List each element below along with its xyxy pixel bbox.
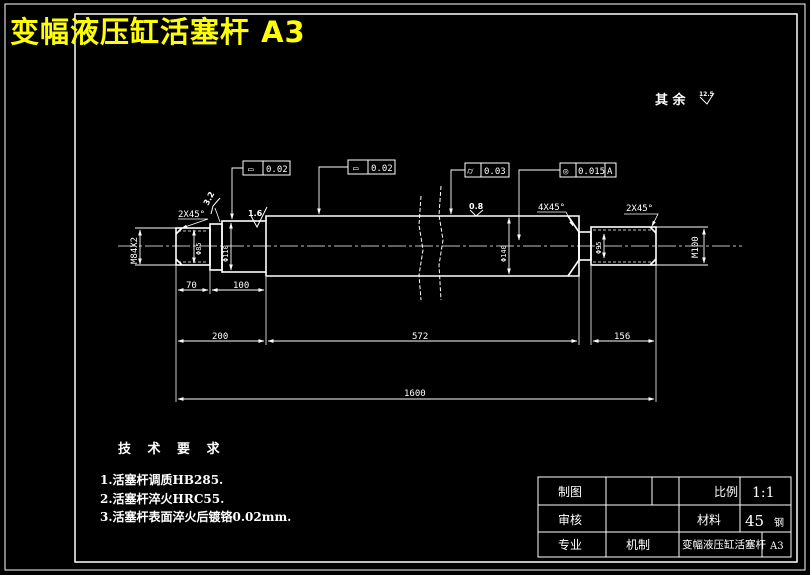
chamfer-mid: 4X45° <box>538 203 565 213</box>
break-line-right <box>438 185 444 301</box>
tb-drawn-label: 制图 <box>558 485 582 499</box>
requirement-item: 1.活塞杆调质HB285. <box>100 473 224 487</box>
requirement-item: 3.活塞杆表面淬火后镀铬0.02mm. <box>100 510 292 524</box>
tb-major-label: 专业 <box>558 537 582 552</box>
surface-note-label: 其 余 <box>655 92 687 108</box>
requirements-list: 1.活塞杆调质HB285. 2.活塞杆淬火HRC55. 3.活塞杆表面淬火后镀铬… <box>100 471 291 527</box>
chamfer-left: 2X45° <box>178 210 205 220</box>
chamfer-right: 2X45° <box>626 204 653 214</box>
dimension-texts: 70 100 200 572 156 1600 <box>186 281 630 399</box>
dim-200: 200 <box>212 332 228 342</box>
diameter-small-left: Φ85 <box>195 242 203 255</box>
tb-scale-label: 比例 <box>714 485 738 499</box>
roughness-left-value: 1.6 <box>248 209 263 218</box>
roughness-values: 1.6 0.8 3.2 12.5 <box>202 91 714 218</box>
tolerance-frame-boxes <box>242 159 617 178</box>
cylindricity-value: 0.03 <box>484 167 506 177</box>
extension-lines <box>175 266 657 402</box>
tb-check-label: 审核 <box>558 512 582 527</box>
drawing-title: 变幅液压缸活塞杆 A3 <box>10 15 306 49</box>
chamfer-labels: 2X45° 4X45° 2X45° <box>178 203 653 220</box>
surface-note-value: 12.5 <box>699 91 714 98</box>
dim-572: 572 <box>412 332 428 342</box>
requirement-item: 2.活塞杆淬火HRC55. <box>100 491 225 506</box>
tb-material-label: 材料 <box>697 513 721 527</box>
tb-material-value: 45 <box>745 512 764 530</box>
diameter-step: Φ110 <box>222 245 230 262</box>
tb-scale-value: 1:1 <box>752 485 775 501</box>
tb-part-name: 变幅液压缸活塞杆 <box>682 538 766 551</box>
sheet-border-inner <box>74 13 798 563</box>
break-line-left <box>418 195 424 301</box>
thread-left-label: M84X2 <box>130 237 140 264</box>
flatness-value-left: 0.02 <box>266 165 288 175</box>
diameter-labels: M84X2 Φ85 Φ110 Φ140 Φ95 M100 <box>130 236 701 264</box>
flatness-symbol-mid: ▭ <box>353 164 359 174</box>
flatness-value-mid: 0.02 <box>371 164 393 174</box>
roughness-marks <box>210 92 715 229</box>
coaxiality-symbol: ◎ <box>563 167 569 177</box>
coaxiality-value: 0.015 <box>578 167 605 177</box>
cylindricity-symbol: ⌭ <box>467 167 474 177</box>
thread-right-label: M100 <box>691 236 701 258</box>
flatness-symbol-left: ▭ <box>248 165 254 175</box>
diameter-main: Φ140 <box>500 245 508 262</box>
dimension-lines <box>135 217 708 401</box>
technical-requirements: 技 术 要 求 1.活塞杆调质HB285. 2.活塞杆淬火HRC55. 3.活塞… <box>100 438 291 527</box>
tolerance-leaders <box>230 166 560 241</box>
tb-material-unit: 钢 <box>774 516 784 529</box>
requirements-title: 技 术 要 求 <box>118 442 226 457</box>
title-block <box>537 476 792 558</box>
dim-156: 156 <box>614 332 630 342</box>
dim-1600: 1600 <box>404 389 426 399</box>
roughness-middle-value: 0.8 <box>469 202 484 211</box>
tolerance-frame-text: ▭ 0.02 ▭ 0.02 ⌭ 0.03 ◎ 0.015 A <box>248 164 613 177</box>
tb-major-value: 机制 <box>626 538 650 552</box>
dim-100: 100 <box>233 281 249 291</box>
coaxiality-datum: A <box>607 167 613 177</box>
shaft-outline <box>175 215 657 277</box>
diameter-right-step: Φ95 <box>595 241 603 254</box>
title-block-text: 制图 审核 专业 机制 比例 1:1 材料 45 钢 变幅液压缸活塞杆 A3 <box>558 485 784 552</box>
dim-70: 70 <box>186 281 197 291</box>
chamfer-leaders <box>178 207 659 229</box>
sheet-border-outer <box>4 3 806 571</box>
tb-sheet-size: A3 <box>769 541 784 552</box>
